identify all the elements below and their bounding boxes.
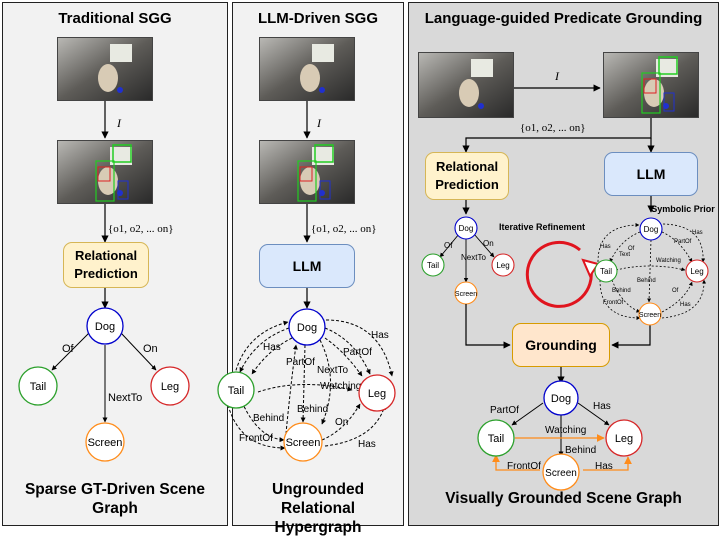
node-tail [217, 371, 255, 409]
edge-label: On [483, 239, 494, 248]
node-label: Screen [639, 312, 661, 319]
node-label: Tail [427, 261, 439, 270]
panel2-caption: Ungrounded Relational Hypergraph [271, 481, 365, 536]
edge-label: Text [619, 252, 630, 258]
edge-label: Watching [320, 381, 361, 392]
node-screen [283, 422, 323, 462]
edge-label: Of [672, 288, 679, 294]
edge-label: Behind [565, 445, 596, 456]
image-symbol: I [554, 69, 560, 83]
edge-label: Has [358, 439, 376, 450]
edge-label: Has [263, 342, 281, 353]
edge-label: Behind [612, 288, 631, 294]
object-set: {o1, o2, ... on} [311, 223, 377, 235]
edge-label: Behind [253, 413, 284, 424]
edge-label: NextTo [461, 253, 486, 262]
edge-label: On [335, 417, 348, 428]
node-dog [543, 380, 579, 416]
edge-label: NextTo [108, 392, 142, 404]
node-label: Dog [551, 393, 571, 405]
node-label: Tail [30, 381, 47, 393]
edge-label: On [143, 343, 158, 355]
edge-label: PartOf [674, 239, 692, 245]
node-dog [454, 216, 478, 240]
edge-label: PartOf [343, 347, 372, 358]
edge-label: Has [371, 330, 389, 341]
edge-label: Of [62, 343, 75, 355]
node-dog [86, 307, 124, 345]
edge-label: NextTo [317, 365, 349, 376]
node-label: Leg [368, 388, 386, 400]
annotated-image [259, 140, 355, 204]
node-screen [85, 422, 125, 462]
relational-prediction-box: Relational Prediction [425, 152, 509, 200]
panel2-title: LLM-Driven SGG [257, 10, 378, 27]
edge-label: Has [593, 401, 611, 412]
node-label: Screen [88, 437, 123, 449]
edge-label: Of [444, 241, 453, 250]
llm-box: LLM [259, 244, 355, 288]
edge-label: Has [600, 244, 611, 250]
node-leg [150, 366, 190, 406]
node-label: Dog [95, 321, 115, 333]
node-label: Tail [600, 267, 612, 276]
image-symbol: I [116, 116, 122, 130]
edge-label: Has [680, 302, 691, 308]
annotated-image [603, 52, 699, 118]
node-tail [18, 366, 58, 406]
object-set: {o1, o2, ... on} [520, 122, 586, 134]
node-leg [358, 374, 396, 412]
node-label: Screen [286, 437, 321, 449]
input-image [57, 37, 153, 101]
edge-label: FrontOf [239, 433, 273, 444]
edge-label: Of [628, 246, 635, 252]
node-label: Screen [455, 291, 477, 298]
node-label: Leg [496, 261, 509, 270]
image-symbol: I [316, 116, 322, 130]
panel3-title: Language-guided Predicate Grounding [424, 10, 703, 27]
annotated-image [57, 140, 153, 204]
node-label: Screen [545, 468, 577, 479]
node-screen [638, 302, 662, 326]
edge-label: PartOf [286, 357, 315, 368]
node-label: Leg [161, 381, 179, 393]
node-leg [605, 419, 643, 457]
llm-box: LLM [604, 152, 698, 196]
node-dog [288, 308, 326, 346]
edge-label: Has [595, 461, 613, 472]
edge-label: FrontOf [507, 461, 541, 472]
node-screen [542, 453, 580, 491]
edge-label: PartOf [490, 405, 519, 416]
node-label: Dog [297, 322, 317, 334]
node-dog [639, 217, 663, 241]
edge-label: Watching [545, 425, 586, 436]
edge-label: Watching [656, 258, 681, 264]
node-label: Dog [459, 224, 474, 233]
edge-label: Behind [297, 404, 328, 415]
node-label: Dog [644, 225, 659, 234]
panel1-title: Traditional SGG [58, 10, 172, 27]
panel3-caption: Visually Grounded Scene Graph [445, 490, 682, 507]
node-label: Tail [228, 385, 245, 397]
object-set: {o1, o2, ... on} [108, 223, 174, 235]
node-label: Leg [690, 267, 703, 276]
input-image [418, 52, 514, 118]
grounding-box: Grounding [512, 323, 610, 367]
input-image [259, 37, 355, 101]
node-tail [421, 253, 445, 277]
edge-label: FrontOf [603, 300, 624, 306]
edge-label: Has [692, 230, 703, 236]
relational-prediction-box: Relational Prediction [63, 242, 149, 288]
node-leg [491, 253, 515, 277]
symbolic-prior-label: Symbolic Prior [651, 204, 715, 214]
panel1-caption: Sparse GT-Driven Scene Graph [24, 481, 206, 517]
node-tail [477, 419, 515, 457]
iterative-label: Iterative Refinement [499, 222, 585, 232]
node-label: Tail [488, 433, 505, 445]
node-label: Leg [615, 433, 633, 445]
node-leg [685, 259, 709, 283]
edge-label: Behind [637, 278, 656, 284]
node-tail [594, 259, 618, 283]
